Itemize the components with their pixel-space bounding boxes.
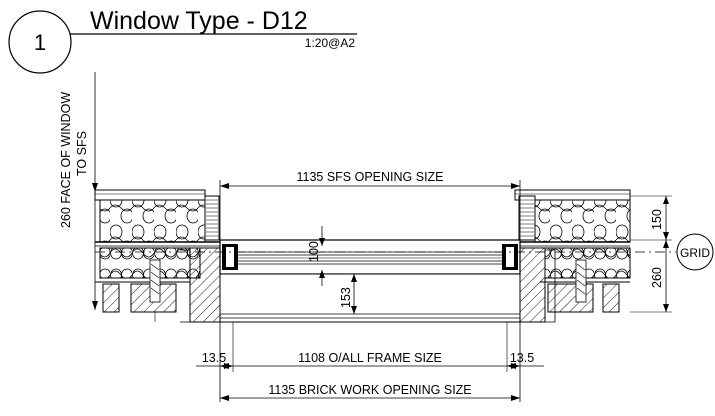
left-offset-label: 13.5 [202, 351, 226, 365]
dimension-153: 153 [339, 274, 357, 314]
drawing-title: Window Type - D12 [90, 7, 308, 35]
frame-size-label: 1108 O/ALL FRAME SIZE [298, 351, 442, 365]
grid-bubble [676, 233, 714, 271]
drawing-scale: 1:20@A2 [305, 36, 356, 50]
frame-size-dimension: 13.5 1108 O/ALL FRAME SIZE 13.5 [196, 322, 544, 402]
grid-label: GRID [680, 246, 710, 260]
face-of-window-label: 260 FACE OF WINDOW TO SFS [59, 72, 98, 310]
sfs-opening-dimension: 1135 SFS OPENING SIZE [219, 170, 521, 240]
right-wall-section [514, 189, 631, 323]
svg-text:260 FACE OF WINDOW: 260 FACE OF WINDOW [59, 92, 73, 228]
svg-text:150: 150 [650, 209, 664, 230]
left-wall-section [94, 189, 221, 323]
right-depth-dimensions: 150 260 [630, 195, 672, 313]
brick-opening-label: 1135 BRICK WORK OPENING SIZE [268, 383, 471, 397]
grid-line: GRID [95, 233, 714, 271]
svg-text:100: 100 [307, 241, 321, 262]
brick-opening-dimension: 1135 BRICK WORK OPENING SIZE [220, 383, 520, 401]
dimension-100: 100 [307, 226, 325, 286]
sfs-opening-label: 1135 SFS OPENING SIZE [296, 170, 443, 184]
detail-number-circle [8, 10, 72, 74]
svg-text:260: 260 [650, 267, 664, 288]
right-offset-label: 13.5 [510, 351, 534, 365]
window-frame [219, 239, 521, 323]
svg-text:153: 153 [339, 287, 353, 308]
svg-text:TO SFS: TO SFS [75, 131, 89, 176]
title-block: 1 Window Type - D12 1:20@A2 [8, 7, 357, 74]
detail-number: 1 [34, 30, 46, 55]
